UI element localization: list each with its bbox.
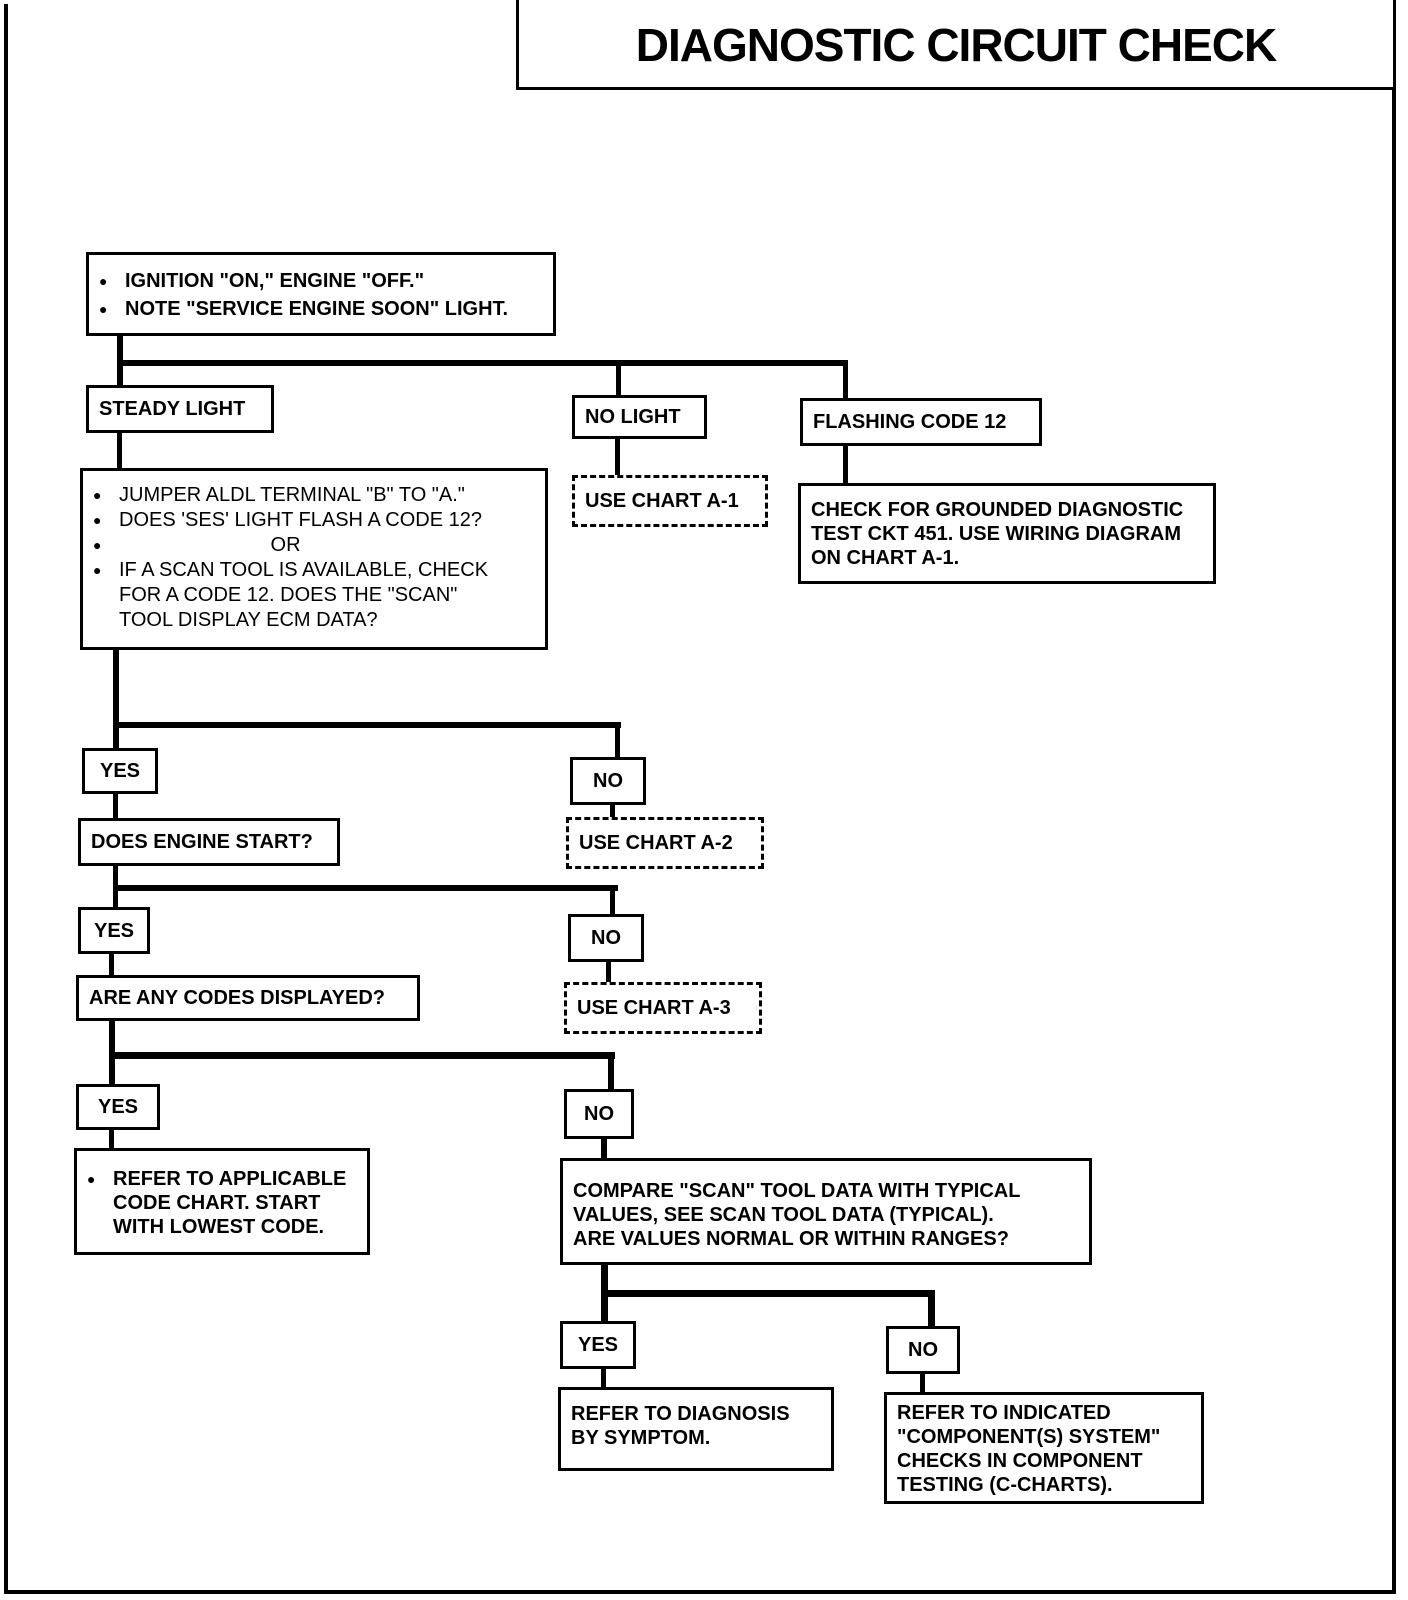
jumper-bullet: IF A SCAN TOOL IS AVAILABLE, CHECK FOR A… bbox=[83, 558, 488, 633]
no-box: NO bbox=[568, 914, 644, 962]
yes-label: YES bbox=[99, 760, 141, 782]
no-box: NO bbox=[570, 757, 646, 805]
connector bbox=[113, 648, 119, 750]
text-line: TEST CKT 451. USE WIRING DIAGRAM bbox=[811, 523, 1182, 545]
connector bbox=[615, 722, 620, 757]
steady-light-label: STEADY LIGHT bbox=[99, 398, 246, 420]
check-grounded-text: CHECK FOR GROUNDED DIAGNOSTIC TEST CKT 4… bbox=[811, 498, 1183, 570]
does-engine-start-label: DOES ENGINE START? bbox=[91, 831, 313, 853]
connector bbox=[117, 360, 848, 366]
does-engine-start-box: DOES ENGINE START? bbox=[78, 818, 340, 866]
connector bbox=[928, 1290, 935, 1328]
text-line: FOR A CODE 12. DOES THE "SCAN" bbox=[119, 584, 458, 606]
yes-box: YES bbox=[82, 748, 158, 794]
text-line: TESTING (C-CHARTS). bbox=[897, 1474, 1113, 1496]
connector bbox=[843, 443, 848, 483]
use-chart-a1-label: USE CHART A-1 bbox=[585, 490, 739, 512]
text-line: "COMPONENT(S) SYSTEM" bbox=[897, 1426, 1161, 1448]
yes-label: YES bbox=[97, 1096, 139, 1118]
connector bbox=[610, 885, 615, 915]
connector bbox=[610, 803, 615, 817]
no-box: NO bbox=[886, 1326, 960, 1374]
use-chart-a3-label: USE CHART A-3 bbox=[577, 997, 731, 1019]
no-label: NO bbox=[584, 1103, 614, 1125]
page-frame bbox=[4, 4, 1396, 1594]
connector bbox=[601, 1366, 606, 1389]
no-light-box: NO LIGHT bbox=[572, 395, 707, 439]
connector bbox=[601, 1136, 607, 1160]
refer-code-chart-text: REFER TO APPLICABLE CODE CHART. START WI… bbox=[77, 1167, 346, 1239]
text-line: ARE VALUES NORMAL OR WITHIN RANGES? bbox=[573, 1228, 1009, 1250]
yes-box: YES bbox=[78, 907, 150, 954]
connector bbox=[608, 1052, 614, 1090]
start-instructions: IGNITION "ON," ENGINE "OFF." NOTE "SERVI… bbox=[89, 269, 508, 321]
use-chart-a3-box: USE CHART A-3 bbox=[564, 982, 762, 1034]
no-label: NO bbox=[908, 1339, 938, 1361]
yes-label: YES bbox=[93, 919, 135, 942]
start-box: IGNITION "ON," ENGINE "OFF." NOTE "SERVI… bbox=[86, 252, 556, 336]
jumper-bullet: DOES 'SES' LIGHT FLASH A CODE 12? bbox=[83, 508, 488, 533]
any-codes-displayed-box: ARE ANY CODES DISPLAYED? bbox=[76, 975, 420, 1021]
steady-light-box: STEADY LIGHT bbox=[86, 385, 274, 433]
or-label: OR bbox=[83, 533, 488, 558]
connector bbox=[616, 360, 621, 397]
use-chart-a1-box: USE CHART A-1 bbox=[572, 475, 768, 527]
connector bbox=[113, 885, 618, 891]
no-box: NO bbox=[564, 1089, 634, 1139]
no-label: NO bbox=[591, 927, 621, 949]
use-chart-a2-box: USE CHART A-2 bbox=[566, 817, 764, 869]
connector bbox=[109, 952, 114, 976]
jumper-instructions: JUMPER ALDL TERMINAL "B" TO "A." DOES 'S… bbox=[83, 483, 488, 633]
jumper-aldl-box: JUMPER ALDL TERMINAL "B" TO "A." DOES 'S… bbox=[80, 468, 548, 650]
any-codes-label: ARE ANY CODES DISPLAYED? bbox=[89, 987, 385, 1009]
no-light-label: NO LIGHT bbox=[585, 406, 681, 428]
text-line: REFER TO APPLICABLE bbox=[113, 1168, 347, 1190]
connector bbox=[843, 360, 848, 398]
connector bbox=[109, 1052, 615, 1059]
jumper-bullet: JUMPER ALDL TERMINAL "B" TO "A." bbox=[83, 483, 488, 508]
refer-code-chart-box: REFER TO APPLICABLE CODE CHART. START WI… bbox=[74, 1148, 370, 1255]
text-line: REFER TO INDICATED bbox=[897, 1402, 1111, 1424]
refer-component-text: REFER TO INDICATED "COMPONENT(S) SYSTEM"… bbox=[897, 1401, 1160, 1497]
connector bbox=[606, 960, 611, 982]
start-bullet: NOTE "SERVICE ENGINE SOON" LIGHT. bbox=[89, 297, 508, 321]
connector bbox=[113, 722, 621, 728]
title-box: DIAGNOSTIC CIRCUIT CHECK bbox=[516, 0, 1396, 90]
connector bbox=[109, 1016, 115, 1104]
text-line: TOOL DISPLAY ECM DATA? bbox=[119, 609, 378, 631]
check-grounded-box: CHECK FOR GROUNDED DIAGNOSTIC TEST CKT 4… bbox=[798, 483, 1216, 584]
refer-diagnosis-symptom-box: REFER TO DIAGNOSIS BY SYMPTOM. bbox=[558, 1387, 834, 1471]
refer-symptom-text: REFER TO DIAGNOSIS BY SYMPTOM. bbox=[571, 1402, 790, 1450]
start-bullet: IGNITION "ON," ENGINE "OFF." bbox=[89, 269, 508, 293]
flashing-code-label: FLASHING CODE 12 bbox=[813, 411, 1007, 433]
compare-text: COMPARE "SCAN" TOOL DATA WITH TYPICAL VA… bbox=[573, 1179, 1020, 1251]
text-line: CHECKS IN COMPONENT bbox=[897, 1450, 1143, 1472]
connector bbox=[109, 1127, 114, 1150]
text-line: VALUES, SEE SCAN TOOL DATA (TYPICAL). bbox=[573, 1204, 994, 1226]
text-line: CHECK FOR GROUNDED DIAGNOSTIC bbox=[811, 499, 1184, 521]
connector bbox=[601, 1290, 935, 1297]
yes-box: YES bbox=[560, 1321, 636, 1369]
no-label: NO bbox=[593, 770, 623, 792]
text-line: REFER TO DIAGNOSIS bbox=[571, 1403, 790, 1425]
connector bbox=[113, 791, 118, 818]
connector bbox=[920, 1373, 925, 1396]
page-title: DIAGNOSTIC CIRCUIT CHECK bbox=[635, 19, 1277, 71]
yes-box: YES bbox=[76, 1084, 160, 1130]
text-line: ON CHART A-1. bbox=[811, 547, 960, 569]
text-line: COMPARE "SCAN" TOOL DATA WITH TYPICAL bbox=[573, 1180, 1021, 1202]
use-chart-a2-label: USE CHART A-2 bbox=[579, 832, 733, 854]
text-line: BY SYMPTOM. bbox=[571, 1427, 711, 1449]
flashing-code-12-box: FLASHING CODE 12 bbox=[800, 398, 1042, 446]
connector bbox=[117, 430, 122, 470]
text-line: IF A SCAN TOOL IS AVAILABLE, CHECK bbox=[119, 559, 489, 581]
refer-code-chart-bullet: REFER TO APPLICABLE CODE CHART. START WI… bbox=[77, 1167, 346, 1239]
text-line: CODE CHART. START bbox=[113, 1192, 321, 1214]
refer-component-checks-box: REFER TO INDICATED "COMPONENT(S) SYSTEM"… bbox=[884, 1392, 1204, 1504]
connector bbox=[615, 435, 620, 475]
yes-label: YES bbox=[577, 1334, 619, 1356]
text-line: WITH LOWEST CODE. bbox=[113, 1216, 325, 1238]
compare-scan-tool-box: COMPARE "SCAN" TOOL DATA WITH TYPICAL VA… bbox=[560, 1158, 1092, 1265]
